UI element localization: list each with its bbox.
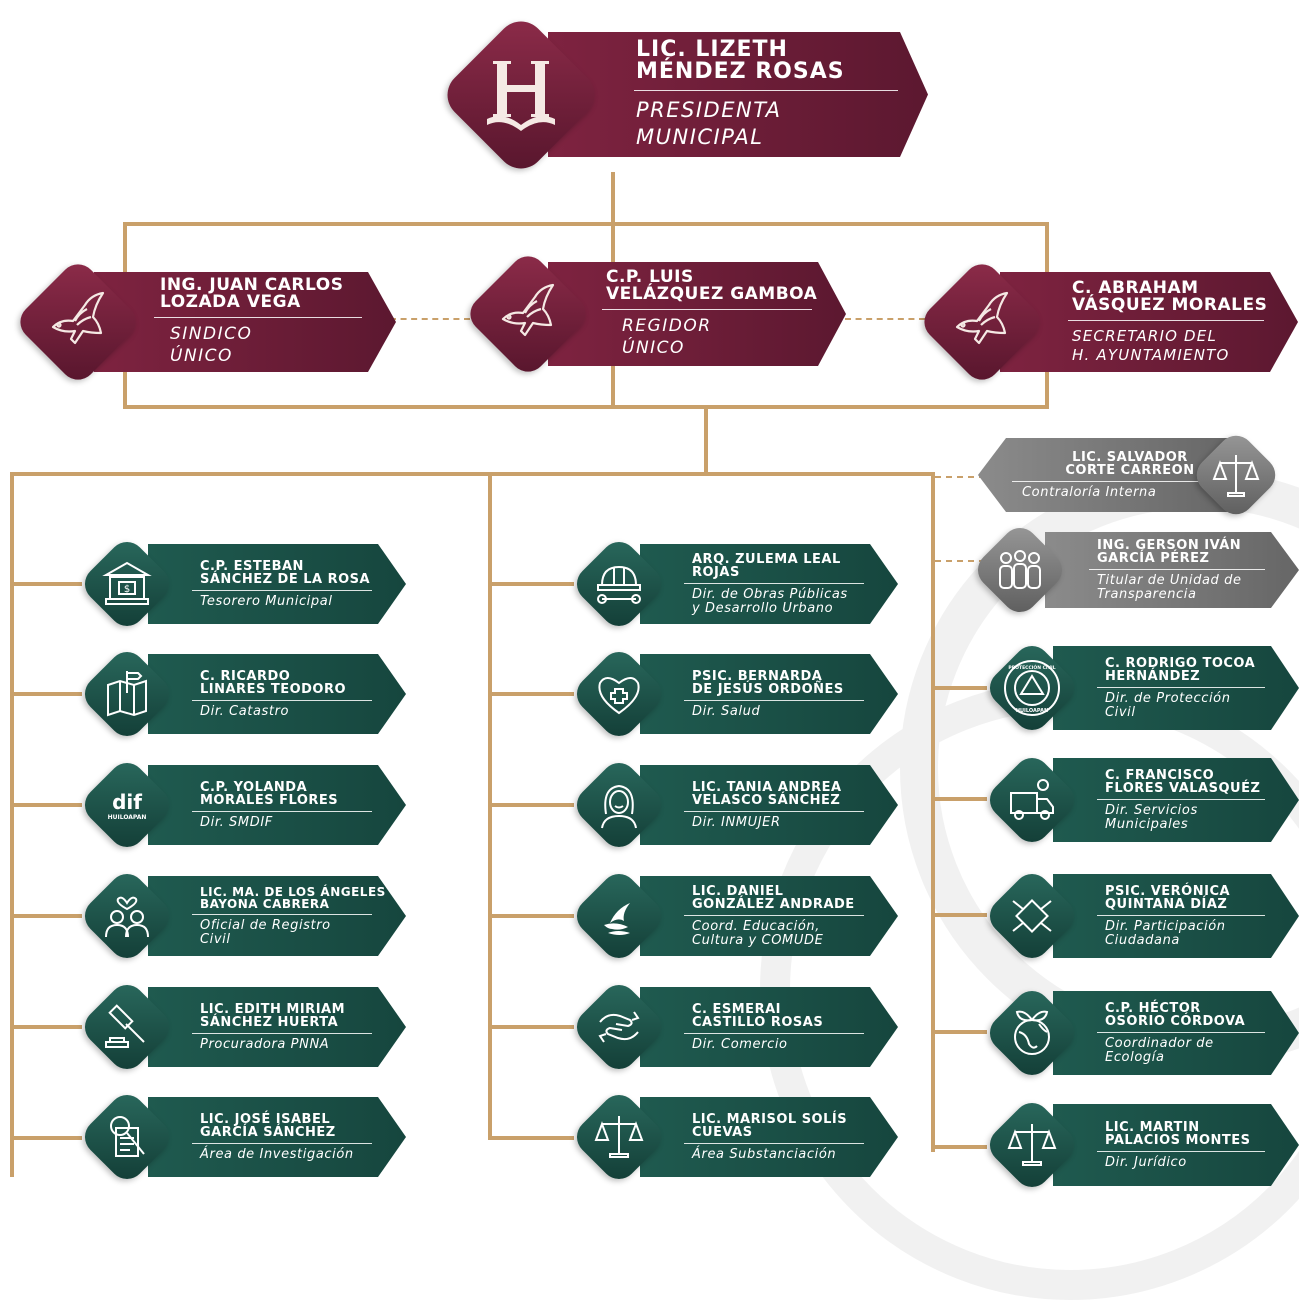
col1-name-3: C.P. YOLANDA MORALES FLORES [200, 779, 339, 808]
scales-icon [1007, 1124, 1057, 1166]
contraloria-name: LIC. SALVADOR CORTE CARREON [1065, 449, 1195, 478]
gavel-icon [105, 1004, 145, 1048]
col3-name-4: C.P. HÉCTOR OSORIO CÓRDOVA [1105, 1000, 1246, 1029]
civil-protection-icon: PROTECCIÓN CIVIL HUILOAPAN [1004, 660, 1060, 716]
col1-role-2: Dir. Catastro [200, 703, 290, 719]
col2-name-1: ARQ. ZULEMA LEAL ROJAS [692, 551, 841, 580]
col1-role-4: Oficial de Registro Civil [200, 917, 331, 947]
regidor-card: C.P. LUIS VELÁZQUEZ GAMBOA REGIDOR ÚNICO [462, 248, 846, 380]
col1-card-4: LIC. MA. DE LOS ÁNGELES BAYONA CABRERA O… [77, 866, 406, 966]
col1-name-2: C. RICARDO LINARES TEODORO [200, 668, 347, 697]
col2-role-4: Coord. Educación, Cultura y COMUDE [692, 918, 824, 948]
col2-name-4: LIC. DANIEL GONZÁLEZ ANDRADE [692, 883, 855, 912]
h-emblem-icon [487, 60, 555, 131]
col1-card-2: C. RICARDO LINARES TEODORO Dir. Catastro [77, 644, 406, 744]
col3-card-4: C.P. HÉCTOR OSORIO CÓRDOVA Coordinador d… [982, 983, 1299, 1083]
col2-card-5: C. ESMERAI CASTILLO ROSAS Dir. Comercio [569, 977, 898, 1077]
col2-card-2: PSIC. BERNARDA DE JESÚS ORDOÑES Dir. Sal… [569, 644, 898, 744]
col2-name-6: LIC. MARISOL SOLÍS CUEVAS [692, 1111, 848, 1140]
heart-cross-icon [598, 677, 640, 715]
col3-card-2: C. FRANCISCO FLORES VALASQUÉZ Dir. Servi… [982, 750, 1299, 850]
col1-card-3: C.P. YOLANDA MORALES FLORES Dir. SMDIF d… [77, 755, 406, 855]
contraloria-card: LIC. SALVADOR CORTE CARREON Contraloría … [978, 428, 1298, 522]
col1-name-1: C.P. ESTEBAN SÁNCHEZ DE LA ROSA [200, 558, 371, 587]
col3-name-1: C. RODRIGO TOCOA HERNÁNDEZ [1105, 655, 1256, 684]
garbage-truck-icon [1010, 779, 1054, 820]
col3-role-2: Dir. Servicios Municipales [1105, 802, 1198, 832]
civil-protection-logo-subtext: HUILOAPAN [1016, 708, 1048, 714]
col2-card-1: ARQ. ZULEMA LEAL ROJAS Dir. de Obras Púb… [569, 534, 898, 634]
secretario-role: SECRETARIO DEL H. AYUNTAMIENTO [1072, 326, 1230, 364]
svg-text:$: $ [124, 584, 130, 595]
col2-role-5: Dir. Comercio [692, 1036, 788, 1052]
col1-name-5: LIC. EDITH MIRIAM SÁNCHEZ HUERTA [200, 1001, 346, 1030]
col3-card-5: LIC. MARTIN PALACIOS MONTES Dir. Jurídic… [982, 1095, 1299, 1195]
dif-logo-icon: dif HUILOAPAN [108, 790, 147, 821]
flame-swirl-icon [604, 903, 630, 935]
sindico-role: SINDICO ÚNICO [170, 324, 253, 366]
col3-card-3: PSIC. VERÓNICA QUINTANA DÍAZ Dir. Partic… [982, 866, 1299, 966]
civil-protection-logo-text: PROTECCIÓN CIVIL [1008, 664, 1055, 671]
handshake-exchange-icon [598, 1011, 640, 1043]
transparencia-card: ING. GERSON IVÁN GARCÍA PÉREZ Titular de… [970, 520, 1299, 620]
col3-card-1: C. RODRIGO TOCOA HERNÁNDEZ Dir. de Prote… [982, 638, 1299, 738]
sindico-card: ING. JUAN CARLOS LOZADA VEGA SINDICO ÚNI… [12, 256, 396, 388]
col2-role-6: Área Substanciación [692, 1146, 837, 1162]
joined-hands-icon [1012, 899, 1052, 933]
col1-name-6: LIC. JOSÉ ISABEL GARCÍA SÁNCHEZ [200, 1111, 336, 1140]
col1-role-3: Dir. SMDIF [200, 814, 273, 830]
col3-name-3: PSIC. VERÓNICA QUINTANA DÍAZ [1105, 883, 1231, 912]
dove-icon [501, 283, 555, 337]
col1-card-1: C.P. ESTEBAN SÁNCHEZ DE LA ROSA Tesorero… [77, 534, 406, 634]
col2-card-4: LIC. DANIEL GONZÁLEZ ANDRADE Coord. Educ… [569, 866, 898, 966]
col1-name-4: LIC. MA. DE LOS ÁNGELES BAYONA CABRERA [200, 884, 386, 911]
col3-role-5: Dir. Jurídico [1105, 1154, 1187, 1170]
col3-name-2: C. FRANCISCO FLORES VALASQUÉZ [1105, 767, 1261, 796]
president-role: PRESIDENTA MUNICIPAL [636, 98, 782, 149]
earth-leaves-icon [1014, 1010, 1050, 1055]
dif-logo-subtext: HUILOAPAN [108, 814, 147, 821]
col2-name-2: PSIC. BERNARDA DE JESÚS ORDOÑES [692, 668, 844, 697]
president-card: LIC. LIZETH MÉNDEZ ROSAS PRESIDENTA MUNI… [437, 11, 928, 178]
col3-role-4: Coordinador de Ecología [1105, 1035, 1214, 1065]
helmet-wrench-icon [597, 565, 641, 604]
col2-card-3: LIC. TANIA ANDREA VELASCO SÁNCHEZ Dir. I… [569, 755, 898, 855]
col3-role-1: Dir. de Protección Civil [1105, 690, 1231, 720]
col2-name-3: LIC. TANIA ANDREA VELASCO SÁNCHEZ [692, 779, 842, 808]
regidor-name: C.P. LUIS VELÁZQUEZ GAMBOA [606, 267, 818, 305]
contraloria-role: Contraloría Interna [1022, 484, 1157, 500]
sindico-name: ING. JUAN CARLOS LOZADA VEGA [160, 275, 344, 313]
map-signpost-icon [107, 671, 147, 717]
dif-logo-text: dif [112, 790, 142, 814]
col1-card-6: LIC. JOSÉ ISABEL GARCÍA SÁNCHEZ Área de … [77, 1087, 406, 1187]
regidor-role: REGIDOR ÚNICO [622, 316, 712, 358]
col3-role-3: Dir. Participación Ciudadana [1105, 918, 1226, 948]
col1-role-6: Área de Investigación [200, 1146, 354, 1162]
dove-icon [51, 291, 105, 345]
scales-icon [1212, 455, 1260, 497]
secretario-card: C. ABRAHAM VÁSQUEZ MORALES SECRETARIO DE… [916, 256, 1298, 388]
scales-icon [594, 1116, 644, 1158]
secretario-name: C. ABRAHAM VÁSQUEZ MORALES [1072, 277, 1268, 315]
col1-role-1: Tesorero Municipal [200, 593, 333, 609]
transparencia-role: Titular de Unidad de Transparencia [1097, 572, 1242, 602]
president-name: LIC. LIZETH MÉNDEZ ROSAS [636, 37, 845, 85]
col2-role-2: Dir. Salud [692, 703, 761, 719]
col2-card-6: LIC. MARISOL SOLÍS CUEVAS Área Substanci… [569, 1087, 898, 1187]
magnifier-document-icon [110, 1116, 145, 1157]
col3-name-5: LIC. MARTIN PALACIOS MONTES [1105, 1119, 1251, 1148]
woman-icon [601, 784, 637, 829]
col1-role-5: Procuradora PNNA [200, 1036, 330, 1052]
col2-name-5: C. ESMERAI CASTILLO ROSAS [692, 1001, 824, 1030]
col1-card-5: LIC. EDITH MIRIAM SÁNCHEZ HUERTA Procura… [77, 977, 406, 1077]
col2-role-3: Dir. INMUJER [692, 814, 781, 830]
bank-icon: $ [102, 561, 152, 605]
transparencia-name: ING. GERSON IVÁN GARCÍA PÉREZ [1097, 537, 1242, 566]
col2-role-1: Dir. de Obras Públicas y Desarrollo Urba… [692, 586, 848, 616]
people-icon [999, 550, 1041, 589]
couple-icon [105, 896, 149, 938]
dove-icon [955, 291, 1009, 345]
